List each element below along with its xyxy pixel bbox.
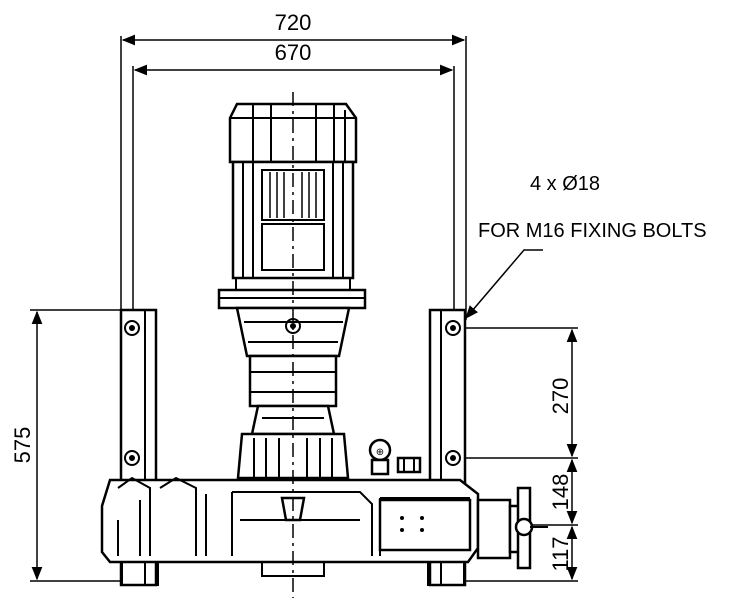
dimension-270-label: 270	[548, 378, 573, 415]
motor-flange	[217, 277, 367, 310]
dimension-148: 148	[530, 458, 578, 526]
dimension-270: 270	[458, 327, 578, 459]
lantern-adapter	[235, 306, 351, 436]
vent-plug	[396, 456, 422, 474]
dimension-670: 670	[132, 40, 455, 320]
pressure-gauge: ⊕	[368, 438, 392, 476]
outlet-flange	[378, 486, 548, 570]
dimension-117-label: 117	[548, 536, 573, 571]
dimension-148-label: 148	[548, 474, 573, 511]
dimension-575-label: 575	[10, 427, 35, 464]
hole-spec-label: 4 x Ø18	[530, 173, 600, 195]
dimension-117: 117	[465, 525, 578, 582]
dimension-720: 720	[120, 10, 467, 320]
svg-text:⊕: ⊕	[376, 447, 384, 458]
dimension-720-label: 720	[275, 10, 312, 35]
dimension-670-label: 670	[275, 40, 312, 65]
fixing-note: 4 x Ø18 FOR M16 FIXING BOLTS	[465, 173, 707, 320]
bolt-spec-label: FOR M16 FIXING BOLTS	[478, 220, 707, 242]
